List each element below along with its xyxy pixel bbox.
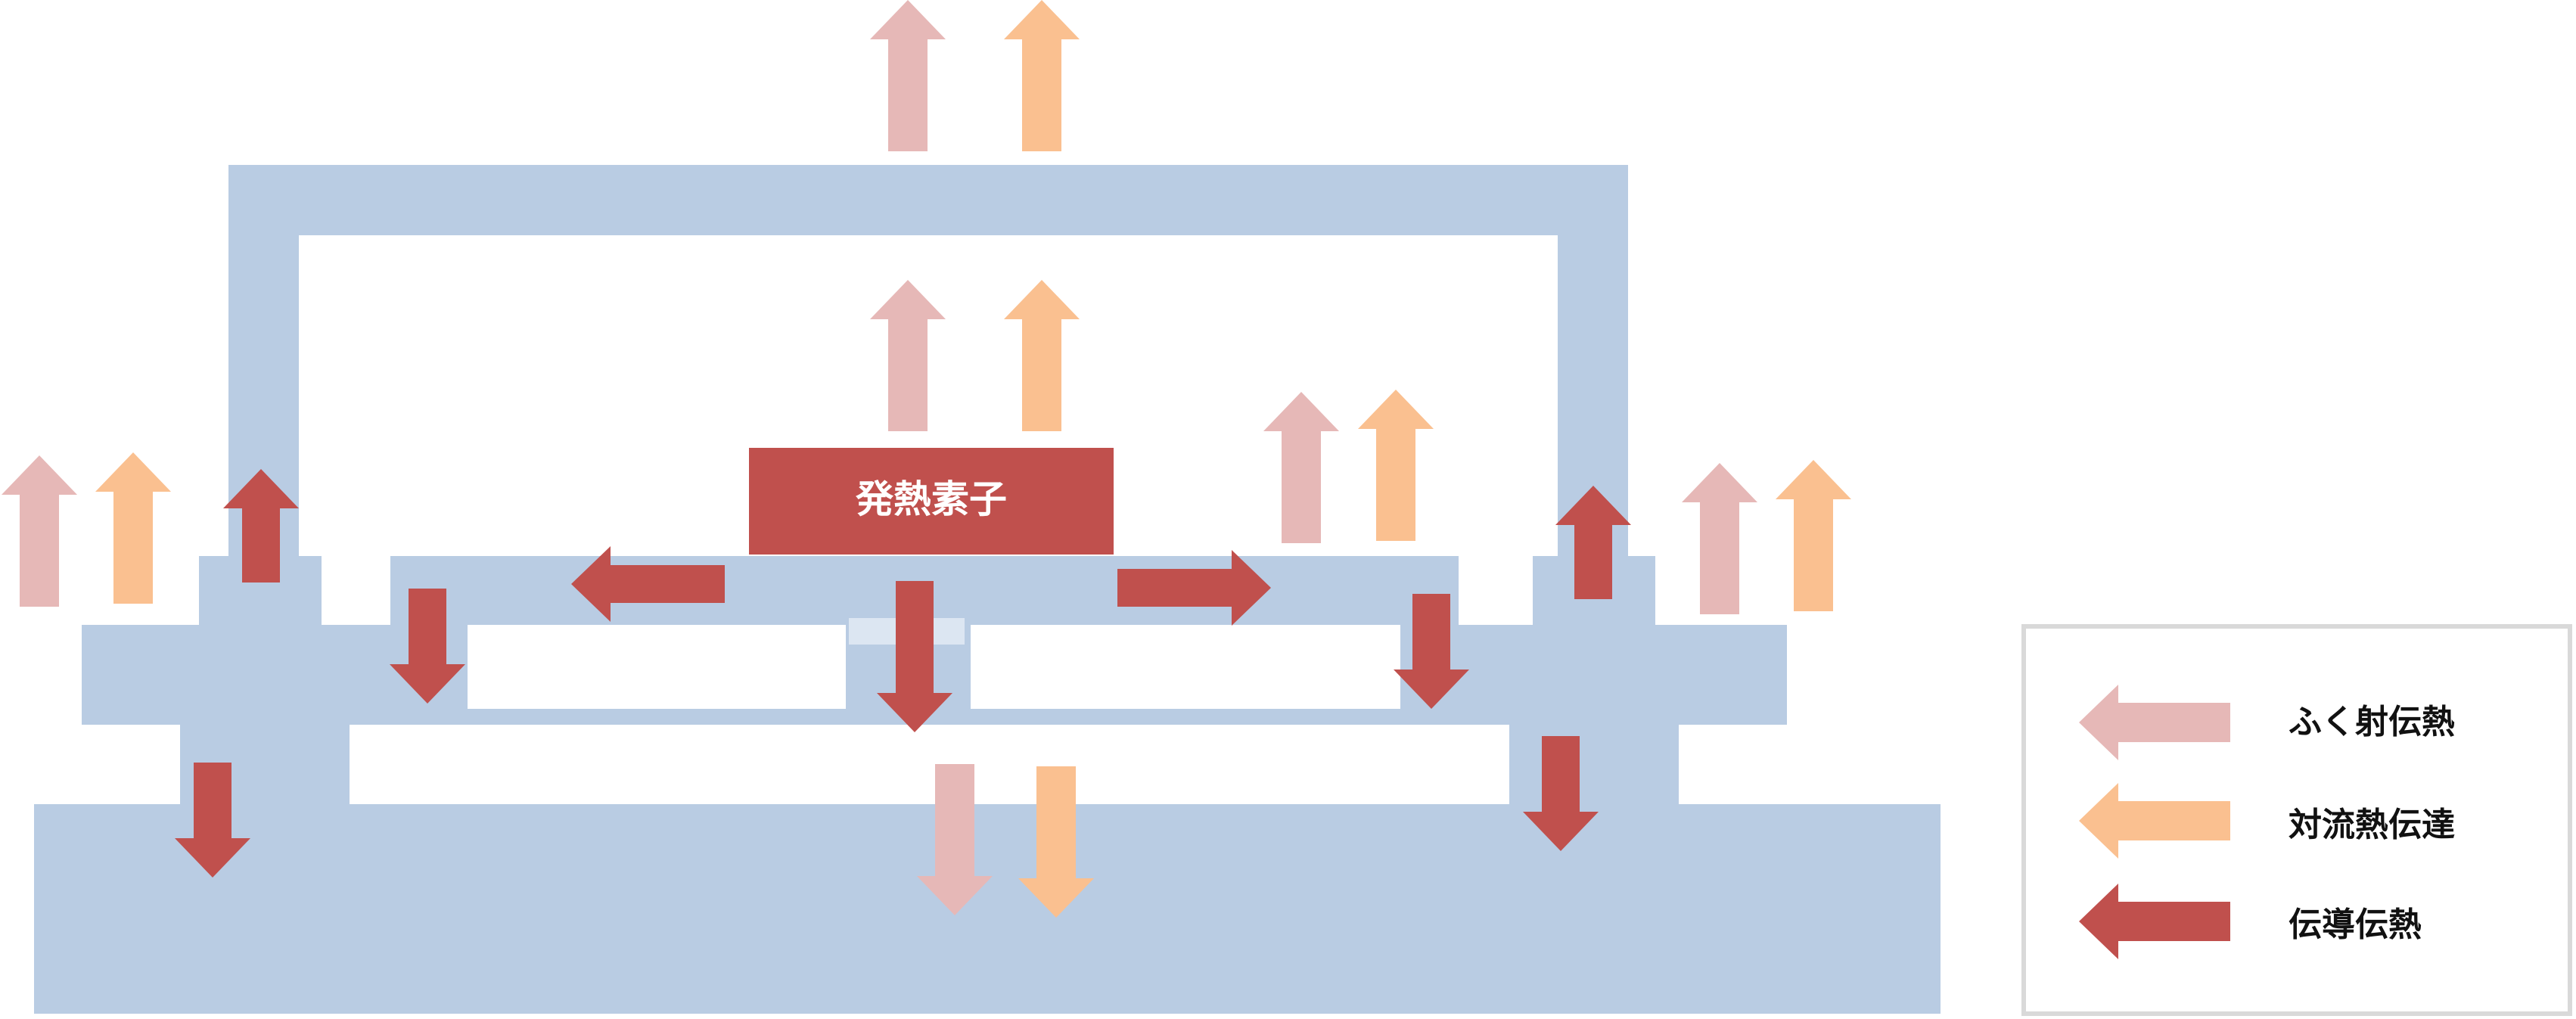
convection-arrow-up [1004,280,1080,431]
conduction-arrow-down [390,589,465,704]
conduction-arrow-down [175,763,250,878]
radiation-arrow-up [1682,463,1757,614]
radiation-arrow-up [1263,392,1339,543]
legend-arrows [2079,685,2230,959]
heat-source: 発熱素子 [749,448,1114,555]
heat-source-box [749,448,1114,555]
convection-arrow-up [1358,390,1434,541]
legend: ふく射伝熱 対流熱伝達 伝導伝熱 [2021,624,2572,1016]
heat-flow-arrows [2,0,1851,918]
radiation-arrow-up [870,280,946,431]
right-leg [1509,723,1679,806]
conduction-arrow-right [1117,550,1271,626]
legend-conduction-label: 伝導伝熱 [2289,906,2422,944]
convection-arrow-up [1004,0,1080,151]
radiation-arrow-down [917,764,993,915]
radiation-arrow-up [870,0,946,151]
convection-arrow-up [95,452,171,604]
convection-arrow-up [1776,460,1851,611]
legend-convection-label: 対流熱伝達 [2289,806,2455,844]
conduction-arrow-down [877,581,952,732]
heat-source-label: 発熱素子 [856,477,1007,521]
conduction-arrow-up [1555,486,1631,599]
cavity-right [971,625,1400,709]
convection-arrow-down [1018,766,1094,918]
cover-top [228,165,1628,235]
legend-conduction-arrow [2079,884,2230,959]
radiation-arrow-up [2,455,77,607]
base-plate [34,804,1941,1014]
conduction-arrow-down [1523,736,1599,851]
conduction-arrow-up [223,469,299,583]
conduction-arrow-left [571,546,725,622]
conduction-arrow-down [1394,594,1469,709]
legend-radiation-arrow [2079,685,2230,760]
legend-radiation-label: ふく射伝熱 [2289,703,2455,741]
legend-convection-arrow [2079,783,2230,859]
enclosure-structure [34,165,1941,1014]
cavity-left [468,625,846,709]
